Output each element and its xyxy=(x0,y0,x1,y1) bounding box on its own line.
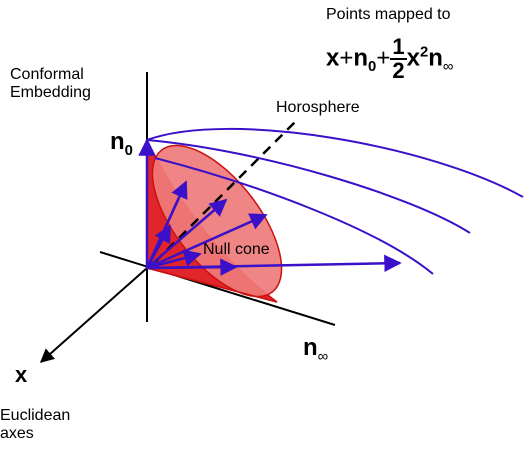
ninf-axis-label: n∞ xyxy=(303,334,328,366)
points-mapped-label: Points mapped to xyxy=(326,6,451,23)
euclidean-label-line2: axes xyxy=(0,425,34,443)
conformal-label-line1: Conformal xyxy=(10,66,84,83)
euclidean-label-line1: Euclidean xyxy=(0,407,71,424)
conformal-label-line2: Embedding xyxy=(10,84,91,102)
conformal-embedding-label: Conformal Embedding xyxy=(10,66,91,103)
formula-exponent: 2 xyxy=(419,44,429,61)
formula-plus-2: + xyxy=(376,44,391,72)
formula-n: n xyxy=(353,44,369,72)
ninf-axis xyxy=(99,251,336,326)
ninf-subscript: ∞ xyxy=(317,348,329,365)
horosphere-label: Horosphere xyxy=(276,99,360,116)
n0-base: n xyxy=(110,128,125,155)
horosphere-curve-2 xyxy=(146,139,471,234)
n0-axis-label: n0 xyxy=(110,128,133,160)
x-axis xyxy=(39,267,148,363)
formula-numerator: 1 xyxy=(390,34,407,60)
x-axis-label: x xyxy=(15,362,28,387)
null-vector-short xyxy=(145,224,172,269)
horosphere-curve-3 xyxy=(154,157,434,275)
formula-x: x xyxy=(326,44,340,72)
null-vector-3 xyxy=(146,198,228,269)
formula-n-sub-zero: 0 xyxy=(368,59,377,76)
null-vector-5 xyxy=(146,249,202,270)
null-vector-4 xyxy=(146,213,268,270)
null-cone-edge xyxy=(146,267,278,303)
null-cone-label: Null cone xyxy=(203,241,270,258)
horosphere-curve-1 xyxy=(146,127,524,198)
formula-denominator: 2 xyxy=(392,58,405,83)
formula-n-sub-infinity: ∞ xyxy=(442,59,454,76)
euclidean-axes-label: Euclidean axes xyxy=(0,407,70,444)
formula-x-squared-base: x xyxy=(406,44,420,72)
null-vector-long xyxy=(146,254,402,273)
formula-n-inf: n xyxy=(428,44,443,72)
formula-plus-1: + xyxy=(339,44,354,72)
n0-subscript: 0 xyxy=(124,142,133,159)
ninf-base: n xyxy=(303,334,318,361)
